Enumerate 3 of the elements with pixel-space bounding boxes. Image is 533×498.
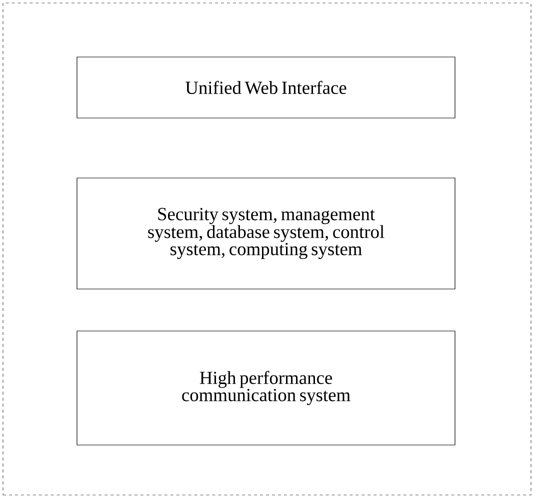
system-box: Unified Web Interface	[76, 56, 456, 118]
system-box: Security system, management system, database system, control system, computing system	[76, 178, 456, 290]
system-box: High performance communication system	[76, 330, 456, 446]
